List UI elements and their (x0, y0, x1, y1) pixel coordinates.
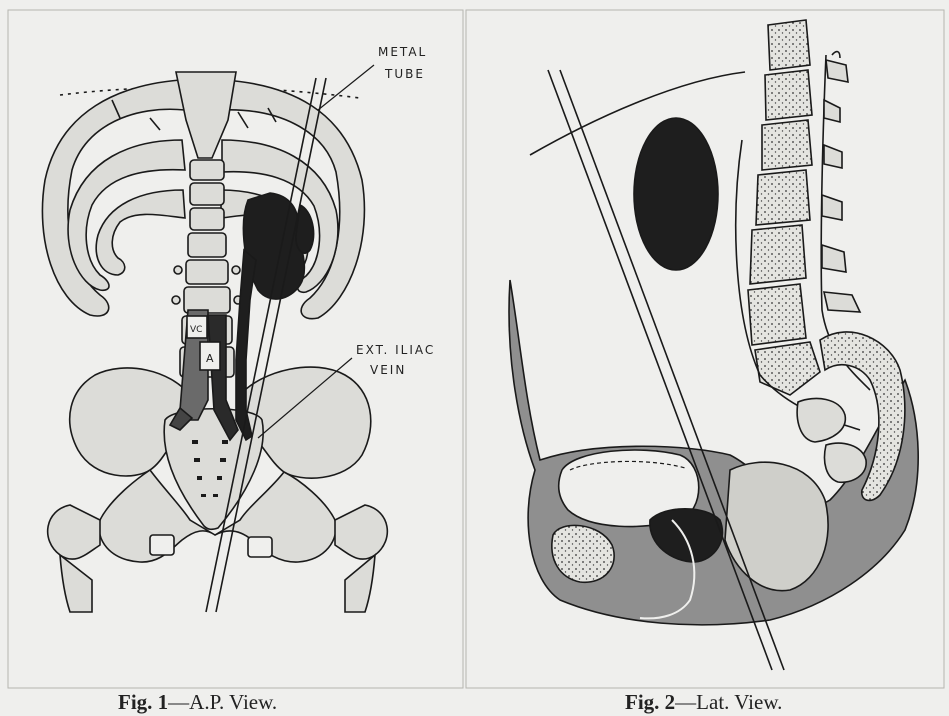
metal-tube-label-line2: TUBE (384, 67, 425, 81)
figure1-caption: Fig. 1—A.P. View. (118, 690, 277, 715)
iliac-vein-label-line1: EXT. ILIAC (356, 343, 435, 357)
figure2-caption: Fig. 2—Lat. View. (625, 690, 782, 715)
kidney-lateral (634, 118, 718, 270)
aorta-label: A (206, 352, 214, 365)
figure1-caption-text: —A.P. View. (168, 690, 277, 714)
figure1-caption-number: Fig. 1 (118, 690, 168, 714)
figure2-caption-text: —Lat. View. (675, 690, 782, 714)
vena-cava-label: VC (190, 325, 202, 335)
iliac-vein-label-line2: VEIN (370, 363, 406, 377)
figure2-caption-number: Fig. 2 (625, 690, 675, 714)
metal-tube-label-line1: METAL (378, 45, 427, 59)
